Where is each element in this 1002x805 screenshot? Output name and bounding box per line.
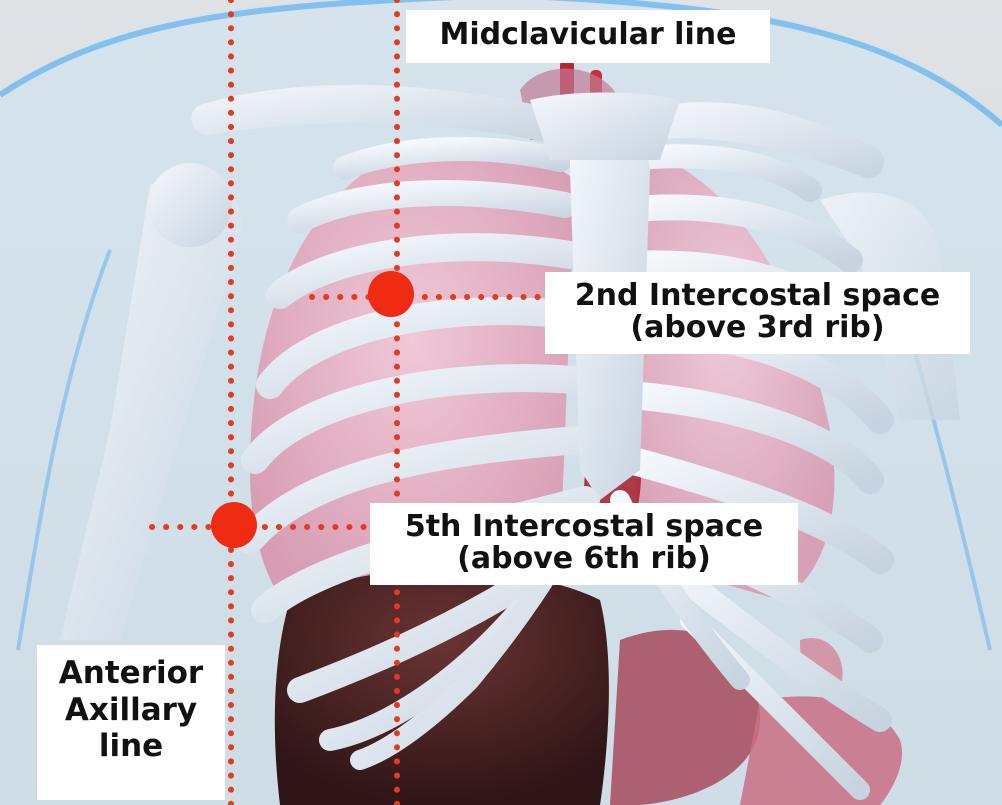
intercostal-5-text-line1: 5th Intercostal space (370, 512, 798, 542)
anterior-axillary-line-label: Anterior Axillary line (37, 645, 225, 800)
intercostal-2-text-line1: 2nd Intercostal space (545, 281, 970, 311)
intercostal-2-text-line2: (above 3rd rib) (545, 313, 970, 343)
intercostal-5-marker (211, 502, 257, 548)
intercostal-5-text-line2: (above 6th rib) (370, 544, 798, 574)
midclavicular-line-label: Midclavicular line (406, 10, 770, 63)
intercostal-5-label: 5th Intercostal space (above 6th rib) (370, 503, 798, 585)
axillary-text-line2: Axillary (37, 692, 225, 729)
axillary-text-line1: Anterior (37, 655, 225, 692)
midclavicular-line-text: Midclavicular line (406, 20, 770, 50)
intercostal-2-marker (368, 271, 414, 317)
axillary-text-line3: line (37, 728, 225, 765)
intercostal-2-label: 2nd Intercostal space (above 3rd rib) (545, 272, 970, 354)
